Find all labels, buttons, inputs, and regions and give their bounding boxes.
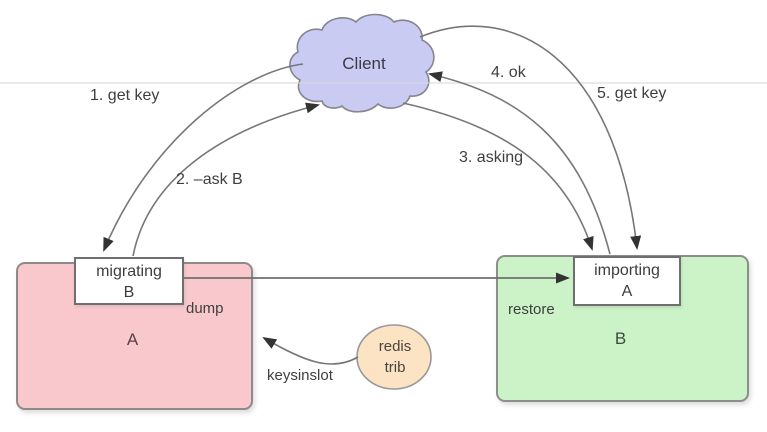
keysinslot-label: keysinslot	[267, 367, 333, 384]
restore-label: restore	[508, 301, 555, 318]
dump-label: dump	[186, 300, 224, 317]
arrow-get-key-5	[419, 25, 642, 250]
importing-tag: importing A	[573, 256, 681, 306]
migrating-tag: migrating B	[74, 257, 184, 305]
node-a-label: A	[126, 330, 139, 349]
step-1-get-key-label: 1. get key	[90, 87, 160, 104]
step-5-get-key-label: 5. get key	[597, 85, 667, 102]
client-label: Client	[342, 54, 386, 73]
step-2-ask-b-label: 2. –ask B	[176, 171, 243, 188]
node-b-label: B	[614, 329, 627, 348]
step-4-ok-label: 4. ok	[491, 64, 526, 81]
step-3-asking-label: 3. asking	[459, 149, 524, 166]
arrow-asking	[402, 102, 594, 251]
arrow-keysinslot	[262, 336, 359, 365]
redis-trib-label: redis trib	[378, 338, 412, 376]
